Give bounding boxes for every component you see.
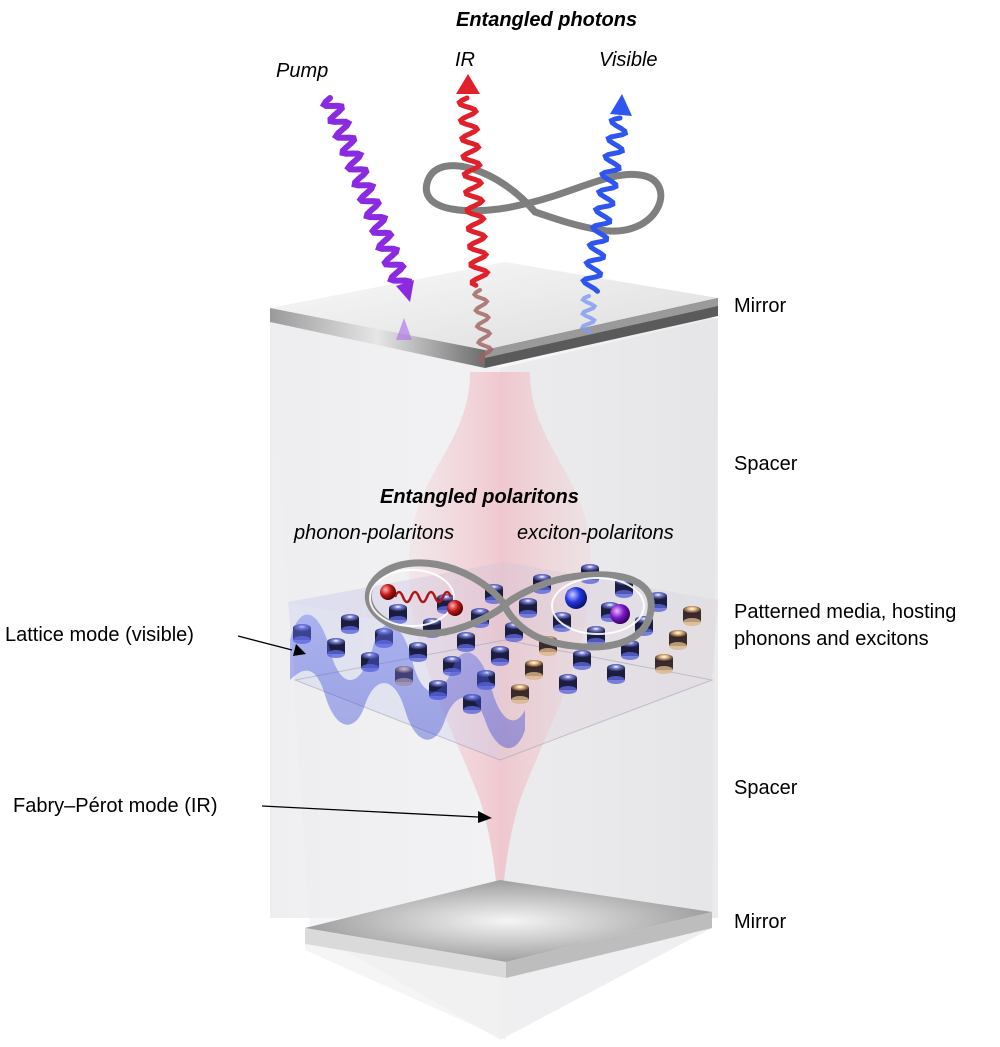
visible-wave-reflection xyxy=(579,294,598,335)
exciton-polaritons-label: exciton-polaritons xyxy=(517,522,674,544)
lattice-pillar xyxy=(587,626,605,646)
visible-wave xyxy=(580,115,629,294)
fabry-perot-pointer-arrowhead xyxy=(478,811,492,823)
lattice-pillar xyxy=(457,632,475,652)
top-mirror xyxy=(270,262,718,368)
fabry-perot-mode-label: Fabry–Pérot mode (IR) xyxy=(13,795,218,817)
lattice-pillar xyxy=(511,684,529,704)
ir-arrowhead xyxy=(456,74,480,94)
lattice-mode-pointer-arrowhead xyxy=(293,644,306,656)
pump-wave xyxy=(319,95,413,287)
patterned-media-label-line2: phonons and excitons xyxy=(734,628,929,650)
phonon-polaritons-label: phonon-polaritons xyxy=(294,522,455,544)
polariton-entanglement-loop xyxy=(364,559,655,651)
exciton-ball-electron xyxy=(565,587,587,609)
pump-reflection xyxy=(396,318,412,340)
pump-label: Pump xyxy=(276,60,329,82)
lattice-pillar xyxy=(655,654,673,674)
lattice-pillar xyxy=(491,646,509,666)
lattice-pillar xyxy=(621,640,639,660)
lattice-pillar xyxy=(607,664,625,684)
lattice-pillar xyxy=(389,604,407,624)
bottom-mirror-label: Mirror xyxy=(734,911,787,933)
visible-arrowhead xyxy=(610,94,632,116)
patterned-media-label-line1: Patterned media, hosting xyxy=(734,601,957,623)
phonon-polariton-halo xyxy=(369,569,455,627)
lattice-pillar xyxy=(683,606,701,626)
lattice-mode-label: Lattice mode (visible) xyxy=(5,624,194,646)
lattice-mode-wave xyxy=(290,614,525,749)
lattice-pillar xyxy=(553,612,571,632)
lattice-mode-pointer-line xyxy=(237,635,293,651)
ir-label: IR xyxy=(455,49,475,71)
exciton-ball-hole xyxy=(610,604,630,624)
phonon-spring xyxy=(393,590,453,604)
exciton-polariton-halo xyxy=(551,577,645,635)
bottom-spacer-label: Spacer xyxy=(734,777,798,799)
phonon-ball-right xyxy=(447,600,463,616)
fabry-perot-pointer-line xyxy=(261,805,479,818)
ir-wave xyxy=(456,95,491,288)
photon-entanglement-loop xyxy=(422,162,665,235)
lattice-pillar xyxy=(525,660,543,680)
lattice-pillar xyxy=(669,630,687,650)
pump-arrowhead xyxy=(396,280,414,302)
entangled-polaritons-title: Entangled polaritons xyxy=(380,486,579,508)
phonon-ball-left xyxy=(380,584,396,600)
lattice-pillar xyxy=(559,674,577,694)
top-mirror-label: Mirror xyxy=(734,295,787,317)
lattice-pillar xyxy=(341,614,359,634)
visible-label: Visible xyxy=(599,49,658,71)
ir-wave-reflection xyxy=(471,288,494,363)
lattice-pillar xyxy=(327,638,345,658)
bottom-mirror xyxy=(305,880,712,1040)
lattice-pillar xyxy=(409,642,427,662)
entangled-photons-title: Entangled photons xyxy=(456,9,638,31)
top-spacer-label: Spacer xyxy=(734,453,798,475)
patterned-media-label: Patterned media, hosting phonons and exc… xyxy=(734,599,956,653)
lattice-pillar xyxy=(573,650,591,670)
lattice-pillar xyxy=(519,598,537,618)
